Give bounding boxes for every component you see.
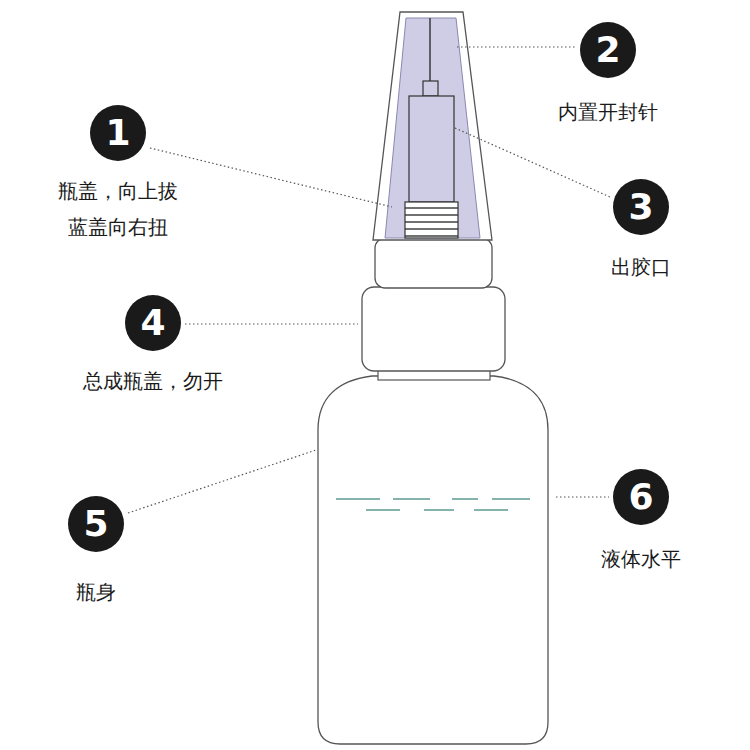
blue-cap [385, 18, 480, 238]
callout-caption: 液体水平 [571, 541, 711, 577]
bottle-body [318, 376, 548, 744]
callout-circle: 6 [613, 469, 669, 525]
needle-hub [423, 81, 438, 96]
callout-circle: 5 [68, 496, 124, 552]
callout: 5 瓶身 [46, 496, 146, 610]
callout-caption: 出胶口 [581, 249, 701, 285]
callout: 6 液体水平 [571, 469, 711, 577]
callout-caption: 瓶身 [46, 574, 146, 610]
callout: 1 瓶盖，向上拔 蓝盖向右扭 [48, 105, 188, 245]
callout-caption: 内置开封针 [533, 94, 683, 130]
callout-number: 6 [628, 479, 653, 515]
callout: 2 内置开封针 [533, 22, 683, 130]
callout: 3 出胶口 [581, 179, 701, 285]
nozzle-cap [373, 12, 492, 240]
callout-circle: 3 [613, 179, 669, 235]
thread [405, 202, 458, 238]
callout-number: 4 [140, 305, 165, 341]
callout-number: 5 [83, 506, 108, 542]
leader-lines [128, 47, 610, 513]
assembly-cap [362, 287, 505, 371]
callout-circle: 4 [125, 295, 181, 351]
cap-ring [375, 238, 492, 288]
callout: 4 总成瓶盖，勿开 [48, 295, 258, 399]
needle [429, 18, 430, 82]
callout-number: 2 [595, 32, 620, 68]
callout-circle: 2 [580, 22, 636, 78]
callout-number: 3 [628, 189, 653, 225]
callout-circle: 1 [90, 105, 146, 161]
liquid-level [336, 499, 530, 510]
glue-outlet [409, 96, 454, 202]
callout-caption: 总成瓶盖，勿开 [48, 363, 258, 399]
callout-caption: 瓶盖，向上拔 蓝盖向右扭 [48, 173, 188, 245]
callout-number: 1 [105, 115, 130, 151]
